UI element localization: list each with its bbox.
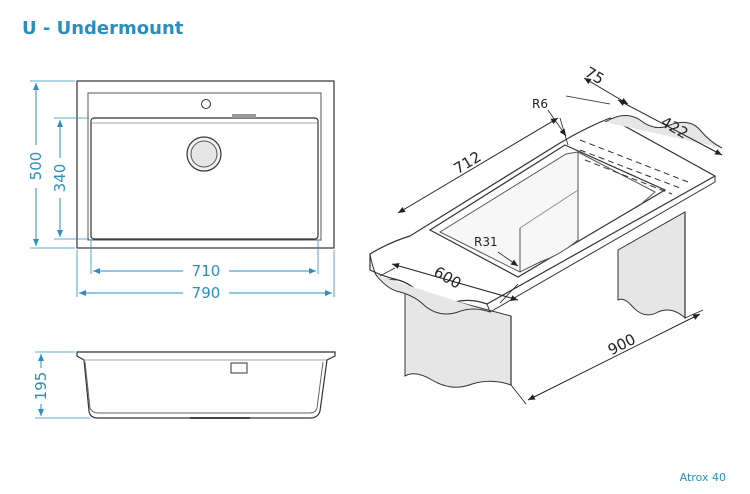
cabinet-right-wall	[617, 211, 686, 320]
sink-side-profile	[76, 351, 336, 419]
dim-offset: 75	[582, 63, 608, 88]
radius-bottom: R31	[474, 235, 498, 249]
dim-inner-width: 710	[192, 262, 221, 280]
model-label: Atrox 40	[679, 471, 726, 484]
isometric-view: 712 R6 75 422 R31 600 900	[369, 63, 723, 405]
dim-sink-length: 712	[451, 148, 485, 178]
dim-cabinet-width: 900	[605, 330, 639, 359]
tap-hole	[201, 99, 211, 109]
radius-top: R6	[532, 97, 548, 111]
cabinet-left-wall	[404, 287, 512, 388]
side-view: 195	[32, 351, 336, 419]
diagram-title: U - Undermount	[22, 18, 184, 39]
dim-depth: 195	[32, 372, 50, 401]
dim-inner-height: 340	[51, 164, 69, 193]
top-view: 710 790 500 340	[27, 80, 335, 302]
overflow-slot	[230, 362, 248, 374]
dim-outer-height: 500	[27, 152, 45, 181]
sink-rim	[87, 92, 322, 241]
drain-icon	[186, 136, 222, 172]
sink-bowl	[90, 117, 319, 240]
dim-outer-width: 790	[192, 284, 221, 302]
